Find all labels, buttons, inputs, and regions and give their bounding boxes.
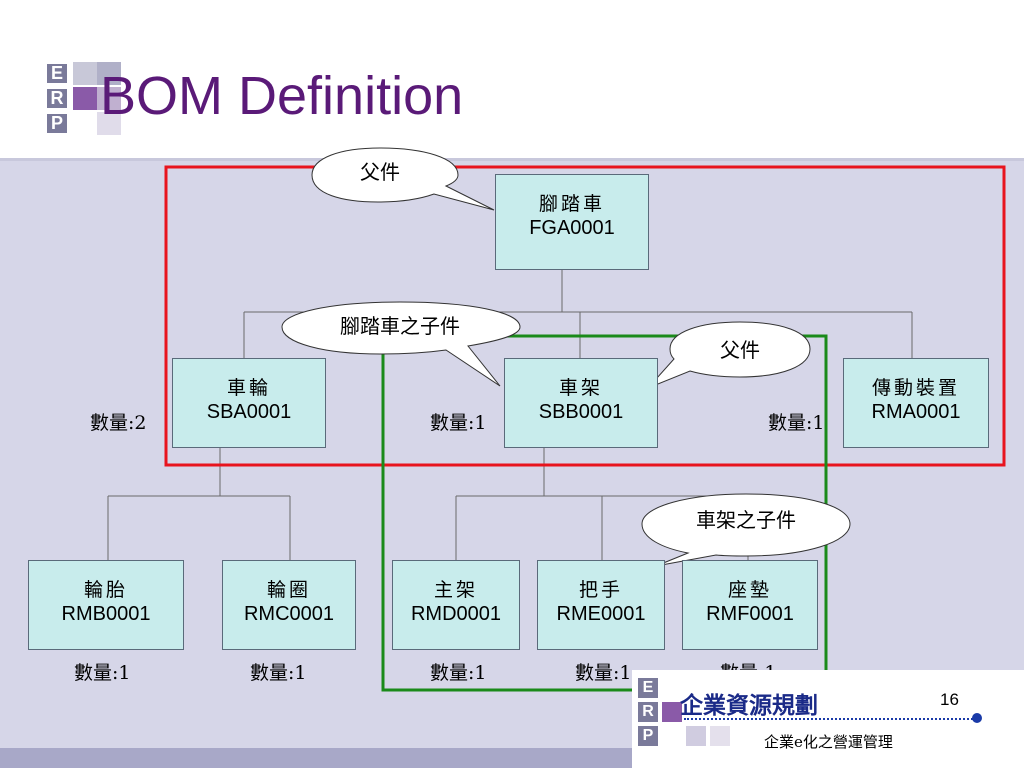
- badge-title: 企業資源規劃: [680, 693, 818, 719]
- badge-dotted-rule: [684, 718, 976, 720]
- qty-rmb: 數量:1: [74, 662, 131, 684]
- slide-title: BOM Definition: [100, 66, 464, 126]
- qty-rmd: 數量:1: [430, 662, 487, 684]
- node-name: 把手: [578, 579, 623, 601]
- bom-node-rmf[interactable]: 座墊 RMF0001: [682, 560, 818, 650]
- qty-rma: 數量:1: [768, 412, 825, 434]
- bom-node-sbb[interactable]: 車架 SBB0001: [504, 358, 658, 448]
- slide-header: [0, 0, 1024, 160]
- node-name: 傳動裝置: [871, 377, 960, 399]
- logo-letter-e: E: [47, 64, 67, 83]
- node-name: 車架: [558, 377, 603, 399]
- node-name: 輪胎: [83, 579, 128, 601]
- badge-letter-r: R: [638, 702, 658, 722]
- parent-level-frame: [164, 165, 1006, 467]
- bom-node-rma[interactable]: 傳動裝置 RMA0001: [843, 358, 989, 448]
- page-number: 16: [940, 690, 959, 709]
- node-code: RMB0001: [61, 603, 151, 625]
- node-code: FGA0001: [529, 217, 615, 239]
- header-divider: [0, 158, 1024, 161]
- footer-badge: E R P: [632, 670, 1024, 768]
- node-code: SBB0001: [538, 401, 624, 423]
- qty-rmc: 數量:1: [250, 662, 307, 684]
- callout-shapes: [281, 147, 851, 567]
- bom-node-root[interactable]: 腳踏車 FGA0001: [495, 174, 649, 270]
- node-name: 座墊: [727, 579, 772, 601]
- badge-subtitle: 企業e化之營運管理: [764, 733, 893, 751]
- node-name: 主架: [433, 579, 478, 601]
- node-code: SBA0001: [206, 401, 292, 423]
- qty-sbb: 數量:1: [430, 412, 487, 434]
- node-code: RME0001: [556, 603, 646, 625]
- node-name: 輪圈: [266, 579, 311, 601]
- bom-node-rmb[interactable]: 輪胎 RMB0001: [28, 560, 184, 650]
- qty-rme: 數量:1: [575, 662, 632, 684]
- badge-letter-p: P: [638, 726, 658, 746]
- node-code: RMA0001: [871, 401, 961, 423]
- logo-letter-r: R: [47, 89, 67, 108]
- node-code: RMF0001: [706, 603, 794, 625]
- node-name: 車輪: [226, 377, 271, 399]
- qty-sba: 數量:2: [90, 412, 147, 434]
- badge-dot: [972, 713, 982, 723]
- callout-child-of-bike: 腳踏車之子件: [340, 314, 460, 338]
- bom-node-rmd[interactable]: 主架 RMD0001: [392, 560, 520, 650]
- callout-parent-bike: 父件: [360, 160, 400, 184]
- bom-node-rme[interactable]: 把手 RME0001: [537, 560, 665, 650]
- erp-logo: E R P: [45, 62, 127, 138]
- node-code: RMD0001: [410, 603, 502, 625]
- callout-child-of-frame: 車架之子件: [696, 508, 796, 532]
- logo-letter-p: P: [47, 114, 67, 133]
- badge-letter-e: E: [638, 678, 658, 698]
- node-code: RMC0001: [243, 603, 335, 625]
- node-name: 腳踏車: [538, 193, 605, 215]
- bom-node-sba[interactable]: 車輪 SBA0001: [172, 358, 326, 448]
- callout-parent-frame: 父件: [720, 338, 760, 362]
- bom-node-rmc[interactable]: 輪圈 RMC0001: [222, 560, 356, 650]
